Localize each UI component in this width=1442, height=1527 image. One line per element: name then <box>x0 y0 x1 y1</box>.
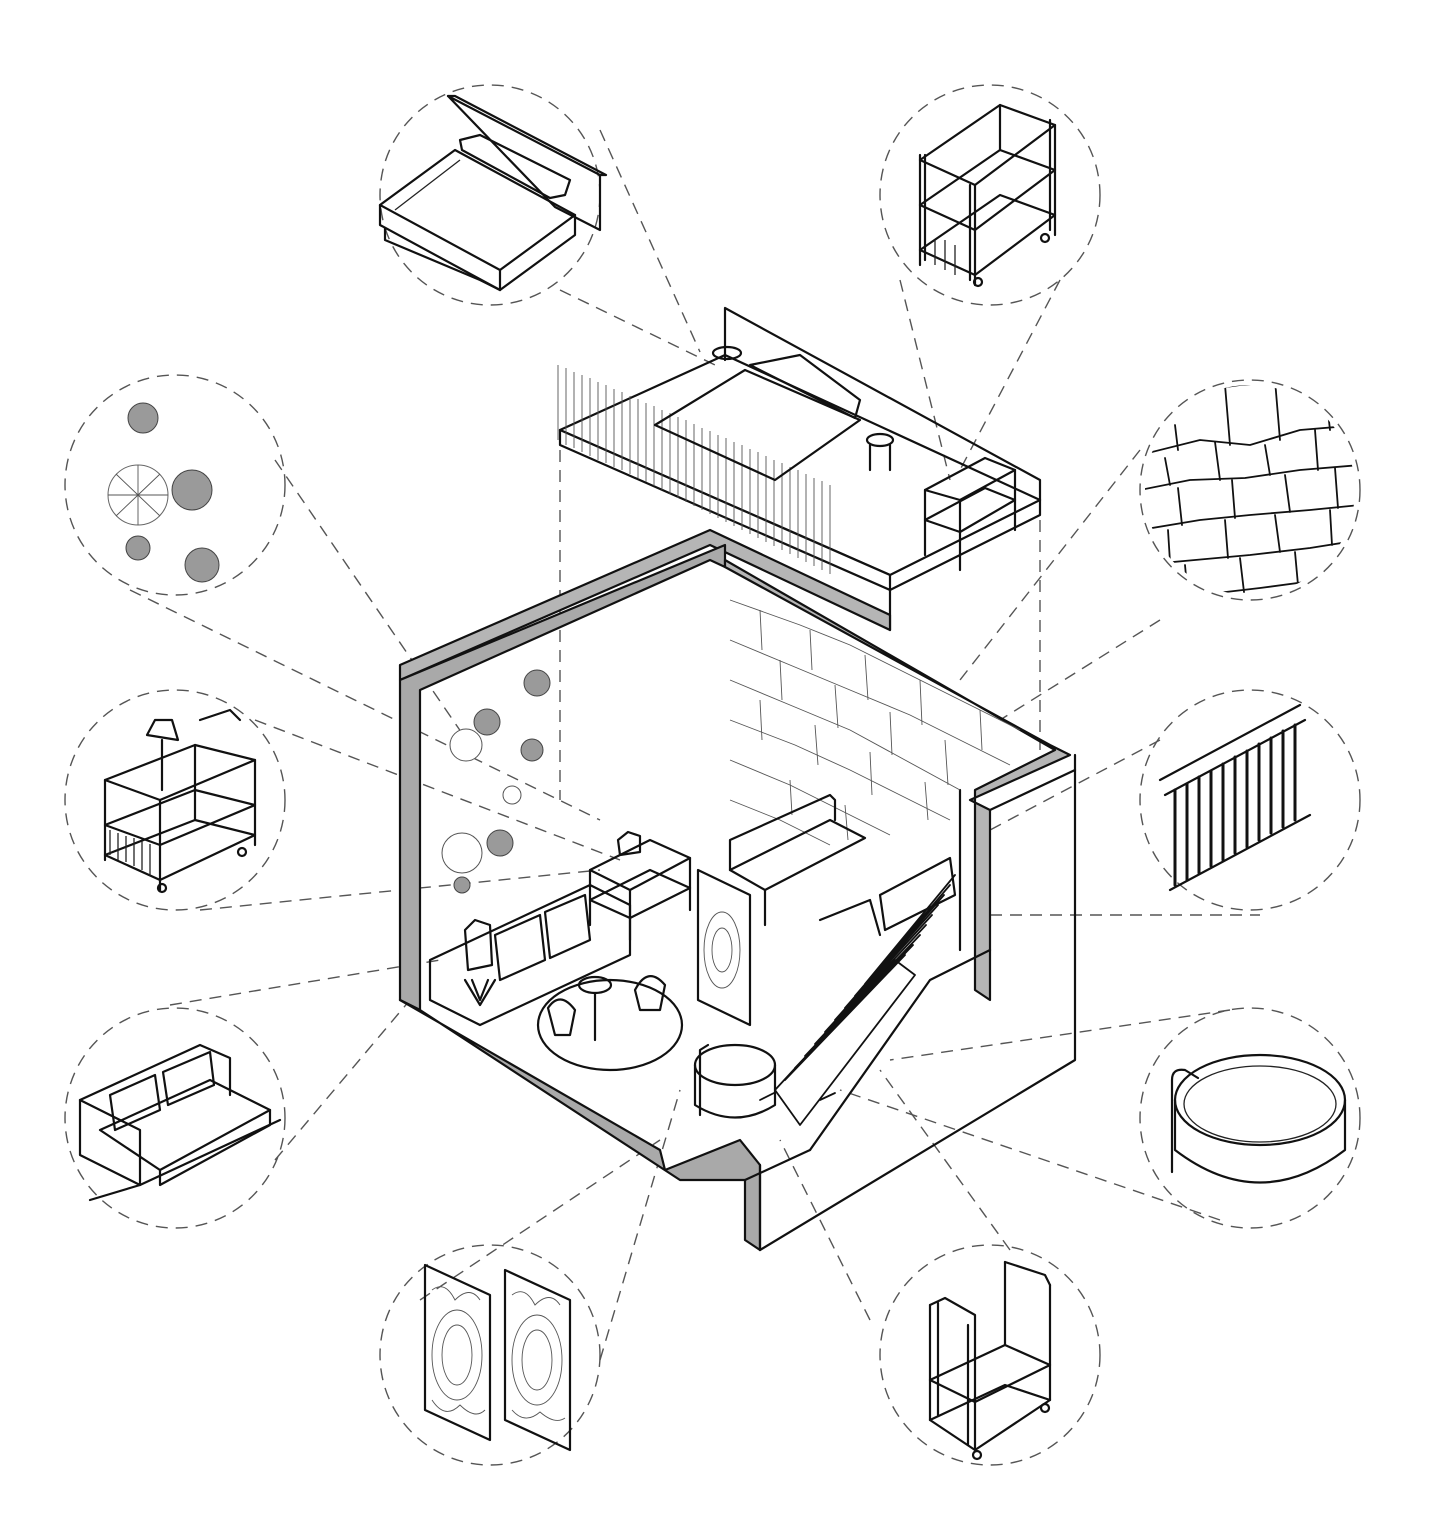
sofa-icon <box>78 1043 282 1202</box>
callout-circle-bathtub <box>1139 1007 1361 1229</box>
callout-circles <box>64 84 1361 1466</box>
bed-icon <box>378 94 608 292</box>
callout-circle-stone-wall <box>1139 379 1361 601</box>
bar-cart-icon <box>918 103 1057 288</box>
callout-circle-trolley <box>879 1244 1101 1466</box>
bathtub-icon <box>1170 1053 1347 1184</box>
callout-circle-screens <box>379 1244 601 1466</box>
shelf-cart-icon <box>103 708 257 894</box>
stone-wall-icon <box>1145 385 1355 595</box>
main-volume <box>398 528 1077 1252</box>
mezzanine-level <box>557 306 1042 632</box>
stone-wall-surface <box>729 599 1021 846</box>
callout-circle-pendants <box>64 374 286 596</box>
callout-circle-radiator <box>1139 689 1361 911</box>
callout-circle-sofa <box>64 1007 286 1229</box>
callout-leaders <box>129 129 1260 1361</box>
pendant-light-icon <box>107 402 220 583</box>
trolley-icon <box>928 1260 1052 1461</box>
callout-circle-bar-cart <box>879 84 1101 306</box>
ground-floor-furniture <box>428 669 957 1126</box>
radiator-icon <box>1158 703 1312 892</box>
screen-panel-icon <box>423 1263 572 1452</box>
callout-circle-shelf-cart <box>64 689 286 911</box>
